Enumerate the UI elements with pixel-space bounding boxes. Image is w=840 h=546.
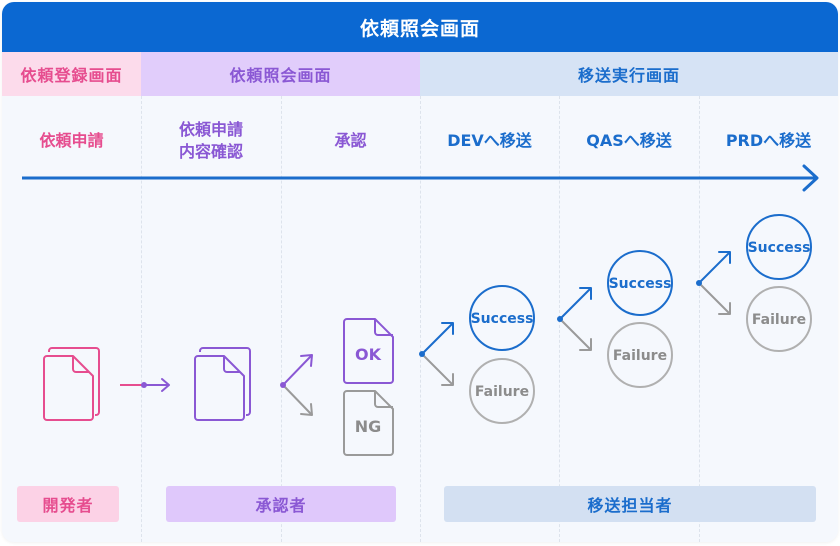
branch-arrows <box>696 251 731 315</box>
failure-node <box>607 322 673 388</box>
step-transport-qas: QASへ移送 <box>559 110 699 172</box>
document-stack-icon <box>43 347 100 421</box>
step-label: 依頼申請 <box>39 131 104 150</box>
success-node <box>607 250 673 316</box>
ng-document-icon: NG <box>343 390 394 456</box>
step-label: 承認 <box>334 131 367 150</box>
branch-arrows <box>419 322 454 386</box>
ok-label: OK <box>355 345 382 364</box>
role-approver: 承認者 <box>166 486 396 522</box>
step-transport-dev: DEVへ移送 <box>420 110 559 172</box>
step-label: DEVへ移送 <box>447 131 532 150</box>
step-label: 依頼申請 <box>178 120 243 139</box>
role-transport-manager: 移送担当者 <box>444 486 816 522</box>
column-divider <box>281 96 282 542</box>
role-developer: 開発者 <box>17 486 119 522</box>
approval-branch-arrows <box>280 354 313 416</box>
screen-label-inquiry: 依頼照会画面 <box>141 52 420 96</box>
failure-node <box>469 358 535 424</box>
timeline-arrow <box>22 164 819 192</box>
success-label: Success <box>471 311 534 327</box>
failure-node <box>746 286 812 352</box>
success-node <box>746 214 812 280</box>
step-request: 依頼申請 <box>2 110 141 172</box>
page-title: 依頼照会画面 <box>2 2 838 52</box>
ok-document-icon: OK <box>343 318 394 384</box>
branch-arrows <box>557 287 592 351</box>
step-transport-prd: PRDへ移送 <box>699 110 838 172</box>
success-node <box>469 285 535 351</box>
step-label: QASへ移送 <box>586 131 672 150</box>
step-label: 内容確認 <box>178 142 243 161</box>
step-review: 依頼申請 内容確認 <box>141 110 281 172</box>
failure-label: Failure <box>752 312 806 328</box>
ng-label: NG <box>355 417 382 436</box>
column-divider <box>141 96 142 542</box>
step-approval: 承認 <box>281 110 420 172</box>
failure-label: Failure <box>475 384 529 400</box>
document-stack-icon <box>194 347 251 421</box>
success-label: Success <box>609 276 672 292</box>
step-label: PRDへ移送 <box>725 131 812 150</box>
success-label: Success <box>748 240 811 256</box>
column-divider <box>420 96 421 542</box>
transport-stages: SuccessFailureSuccessFailureSuccessFailu… <box>419 214 812 424</box>
screen-label-execution: 移送実行画面 <box>420 52 838 96</box>
handoff-arrow <box>120 378 170 392</box>
column-divider <box>699 96 700 542</box>
screen-label-registration: 依頼登録画面 <box>2 52 141 96</box>
failure-label: Failure <box>613 348 667 364</box>
